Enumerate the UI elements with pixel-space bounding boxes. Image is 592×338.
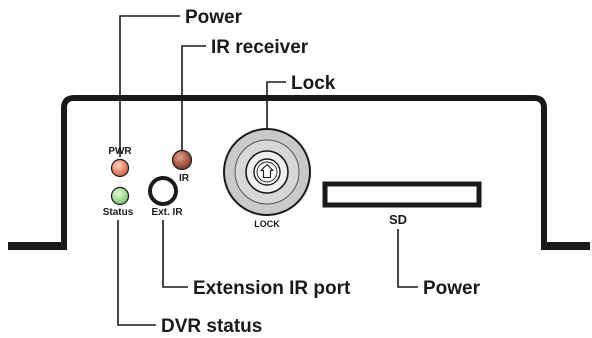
device-body	[8, 95, 590, 250]
leader-power-bottom	[397, 229, 418, 288]
ir-receiver-led	[171, 149, 193, 171]
sd-card-slot	[322, 181, 482, 208]
leader-extension-ir	[162, 220, 188, 288]
front-panel-outline	[61, 95, 547, 250]
callout-lock: Lock	[291, 73, 336, 94]
ir-label: IR	[179, 173, 190, 184]
leader-dvr-status	[117, 220, 156, 326]
callout-ir-receiver: IR receiver	[211, 37, 309, 58]
extension-ir-port	[148, 176, 178, 206]
callout-power-bottom: Power	[423, 278, 481, 299]
ext-ir-label: Ext. IR	[151, 207, 183, 218]
status-led	[110, 186, 130, 206]
lock-label: LOCK	[254, 219, 280, 229]
sd-label: SD	[389, 212, 407, 227]
leader-lock	[266, 81, 286, 129]
key-lock	[223, 128, 311, 216]
power-led	[110, 158, 130, 178]
callout-dvr-status: DVR status	[161, 316, 262, 337]
callout-power-top: Power	[185, 7, 243, 28]
lock-key-icon	[260, 163, 274, 179]
status-label: Status	[103, 207, 134, 218]
callout-extension-ir-port: Extension IR port	[193, 278, 351, 299]
leader-power-top	[119, 15, 180, 157]
leader-ir-receiver	[181, 45, 206, 150]
